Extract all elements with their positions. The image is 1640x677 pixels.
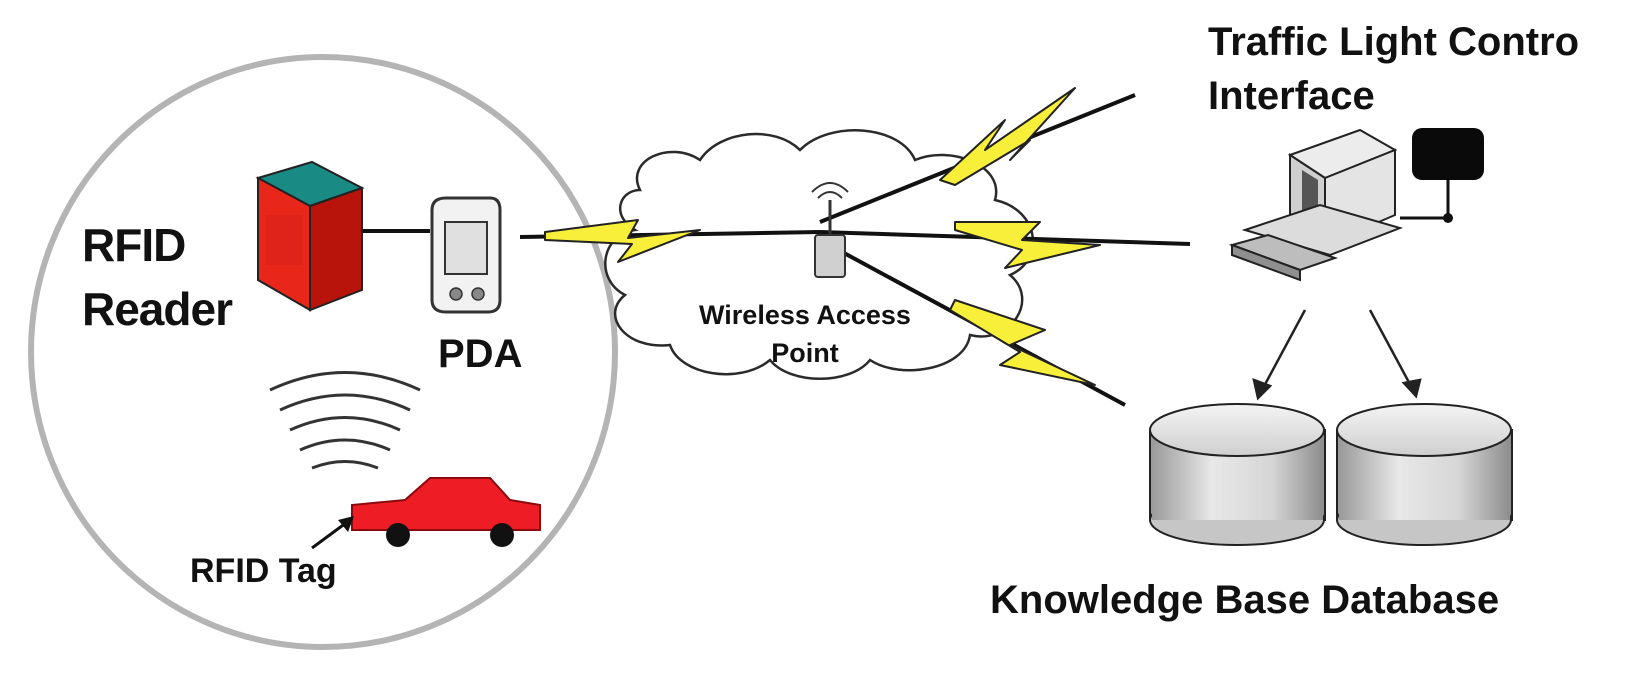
pda-icon bbox=[430, 196, 502, 314]
wireless-access-point-label: Wireless Access Point bbox=[670, 296, 940, 372]
lightning-bolt-icon bbox=[544, 87, 1101, 386]
wireless-access-point-line1: Wireless Access bbox=[699, 300, 911, 330]
rfid-reader-label-line2: Reader bbox=[82, 283, 233, 335]
rfid-tag-arrow bbox=[311, 516, 354, 550]
database-arrows bbox=[1252, 309, 1422, 401]
database-cylinder-icon bbox=[1336, 403, 1513, 546]
wireless-access-point-line2: Point bbox=[771, 338, 839, 368]
rfid-reader-icon bbox=[255, 160, 365, 312]
radio-waves-icon bbox=[269, 371, 421, 470]
rfid-reader-label-line1: RFID bbox=[82, 219, 186, 271]
rfid-tag-label: RFID Tag bbox=[190, 552, 337, 590]
vehicle-zone-circle bbox=[28, 54, 618, 650]
car-icon bbox=[351, 477, 541, 547]
pda-label: PDA bbox=[438, 332, 523, 376]
traffic-light-controller-label-line1: Traffic Light Contro bbox=[1208, 20, 1580, 64]
computer-workstation-icon bbox=[1228, 128, 1484, 282]
database-cylinder-icon bbox=[1149, 403, 1326, 546]
access-point-antenna-icon bbox=[811, 182, 849, 278]
traffic-light-controller-label-line2: Interface bbox=[1208, 74, 1375, 118]
knowledge-base-database-label: Knowledge Base Database bbox=[990, 578, 1500, 622]
